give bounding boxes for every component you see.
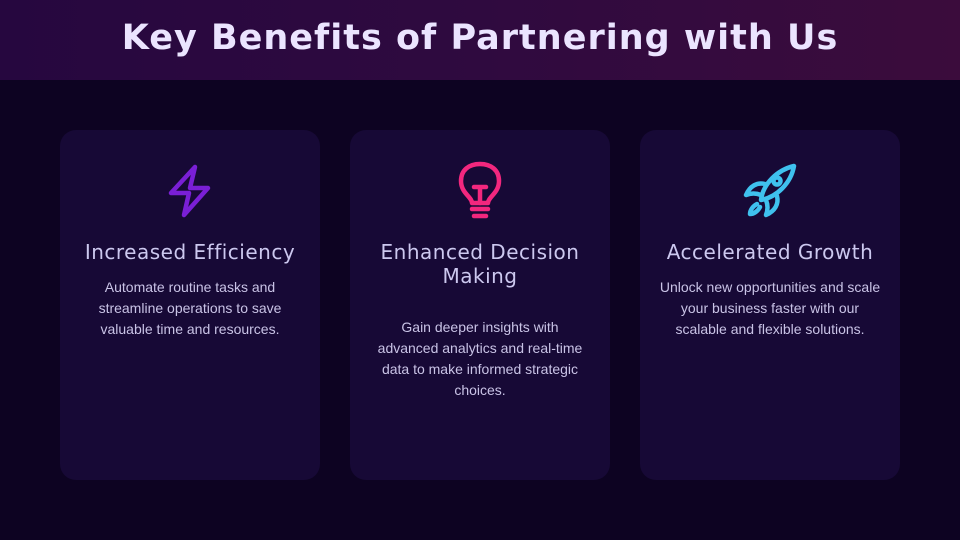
rocket-icon	[640, 160, 900, 222]
lightning-bolt-icon	[60, 160, 320, 222]
card-description: Automate routine tasks and streamline op…	[98, 279, 282, 337]
benefit-card-efficiency: Increased Efficiency Automate routine ta…	[60, 130, 320, 480]
card-description: Gain deeper insights with advanced analy…	[377, 319, 583, 398]
benefit-card-growth: Accelerated Growth Unlock new opportunit…	[640, 130, 900, 480]
card-title: Enhanced Decision Making	[380, 240, 580, 288]
benefit-card-decision-making: Enhanced Decision Making Gain deeper ins…	[350, 130, 610, 480]
card-title: Increased Efficiency	[84, 240, 296, 264]
page-title: Key Benefits of Partnering with Us	[121, 18, 839, 58]
card-description: Unlock new opportunities and scale your …	[659, 279, 881, 337]
card-title: Accelerated Growth	[666, 240, 874, 264]
lightbulb-icon	[350, 160, 610, 222]
header-banner: Key Benefits of Partnering with Us	[0, 0, 960, 80]
